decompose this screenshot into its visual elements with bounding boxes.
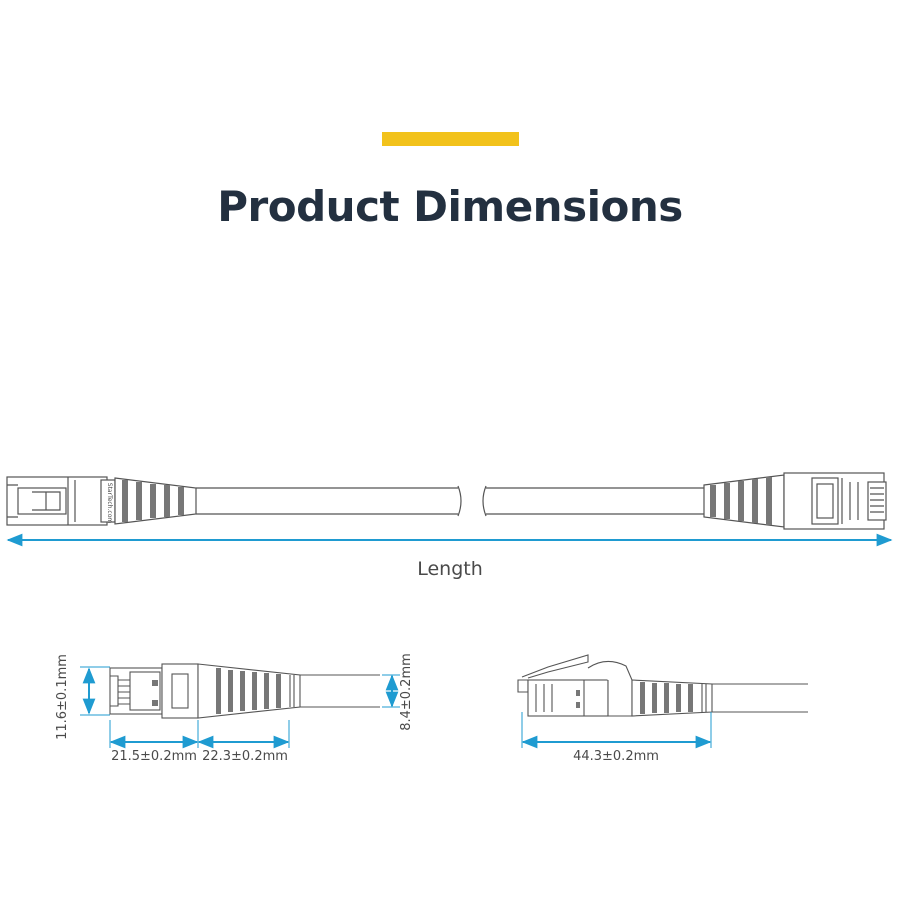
side-view-connector: [517, 654, 808, 717]
brand-mark: StarTech.com: [106, 483, 113, 524]
cable-diameter-label: 8.4±0.2mm: [399, 653, 414, 731]
right-boot: [703, 474, 785, 528]
right-plug: [783, 472, 887, 530]
cable-right-segment: [486, 487, 704, 515]
connector-width-label: 11.6±0.1mm: [55, 654, 70, 740]
left-boot: [114, 477, 197, 525]
full-cable-drawing: [6, 472, 887, 530]
page-title: Product Dimensions: [217, 182, 683, 231]
cable-left-segment: [196, 487, 458, 515]
side-length-label: 44.3±0.2mm: [573, 749, 659, 764]
boot-length-label: 22.3±0.2mm: [202, 749, 288, 764]
length-label: Length: [417, 558, 483, 580]
connector-length-label: 21.5±0.2mm: [111, 749, 197, 764]
top-view-connector: [109, 663, 380, 719]
accent-bar: [382, 132, 519, 146]
left-plug: [6, 476, 116, 526]
